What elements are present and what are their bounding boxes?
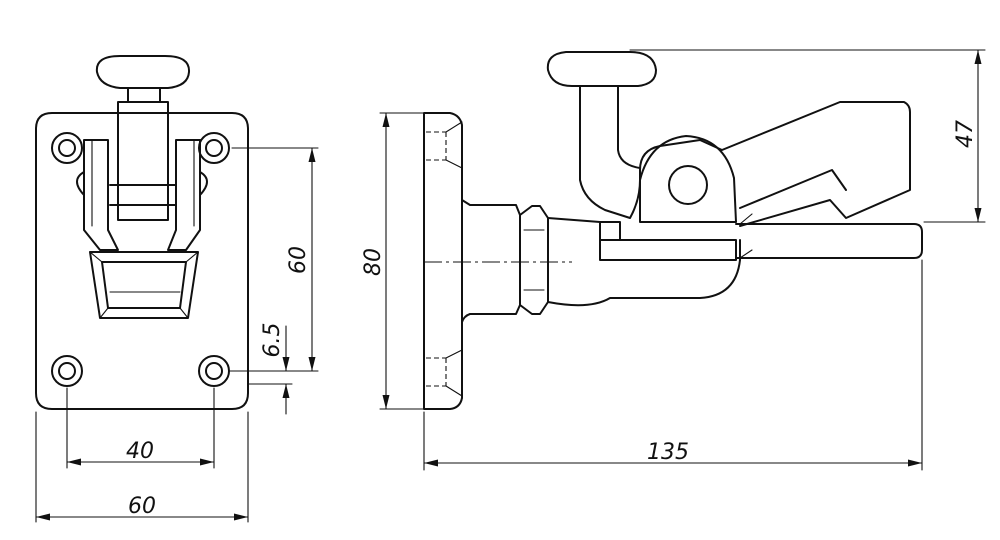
side-view-dimensions: 80 135 47 xyxy=(361,49,986,471)
front-view-dimensions: 40 60 60 6.5 xyxy=(35,147,319,523)
handle-stem xyxy=(127,87,161,103)
dim-text-flange-height: 80 xyxy=(361,248,386,276)
mounting-hole-top-left xyxy=(51,132,83,164)
hinge-pin-right xyxy=(199,171,208,196)
housing xyxy=(547,217,741,307)
hinge-cheek-right xyxy=(167,139,201,251)
front-view xyxy=(35,55,249,410)
side-handle-knob xyxy=(546,51,657,87)
hinge-pin-left xyxy=(76,171,85,196)
lever-arm xyxy=(579,85,911,227)
dim-text-hole-edge-offset: 6.5 xyxy=(260,323,285,358)
mounting-hole-bottom-left xyxy=(51,355,83,387)
dim-text-overall-length: 135 xyxy=(647,440,689,465)
hinge-pin xyxy=(668,165,708,205)
mounting-hole-top-right xyxy=(198,132,230,164)
dim-text-hole-spacing-horizontal: 40 xyxy=(126,439,154,464)
side-view xyxy=(423,51,923,410)
hinge-lug xyxy=(639,135,737,223)
dim-text-plate-width: 60 xyxy=(128,494,156,519)
lever-body xyxy=(117,101,169,221)
hinge-cheek-left xyxy=(83,139,119,251)
dim-text-hole-spacing-vertical: 60 xyxy=(286,246,311,274)
base-plate-outline xyxy=(35,112,249,410)
flange xyxy=(423,112,463,410)
body-shaft xyxy=(461,199,521,323)
dim-text-handle-height: 47 xyxy=(953,120,978,148)
handle-knob xyxy=(95,55,191,89)
sliding-bolt xyxy=(735,223,923,259)
mounting-hole-bottom-right xyxy=(198,355,230,387)
